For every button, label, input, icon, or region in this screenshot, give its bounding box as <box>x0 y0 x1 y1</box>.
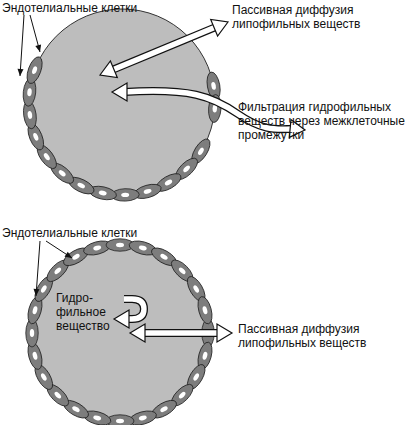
process-label: Фильтрация гидрофильных веществ через ме… <box>238 100 416 142</box>
cell-nucleus <box>30 329 34 337</box>
arrow-head <box>112 83 127 101</box>
cell-nucleus <box>202 351 208 360</box>
cell-nucleus <box>32 132 39 141</box>
leader-line <box>36 241 40 296</box>
cell-nucleus <box>93 245 102 251</box>
cell-nucleus <box>116 243 124 247</box>
cell-nucleus <box>159 405 168 413</box>
cell-nucleus <box>138 245 147 251</box>
cell-nucleus <box>192 284 200 293</box>
cell-nucleus <box>164 179 173 187</box>
leader-head <box>35 45 41 53</box>
cell-nucleus <box>31 66 38 75</box>
arrow-head <box>100 61 117 78</box>
cell-nucleus <box>93 415 102 421</box>
cell-nucleus <box>192 372 200 381</box>
diffusion-arrow-fill <box>142 330 220 335</box>
cell-nucleus <box>143 188 152 194</box>
cell-nucleus <box>77 182 86 189</box>
cell-nucleus <box>53 266 62 275</box>
arrow-head <box>130 324 145 342</box>
cell-nucleus <box>27 111 32 120</box>
cell-nucleus <box>98 190 107 196</box>
cell-nucleus <box>159 253 168 261</box>
cell-label: Эндотелиальные клетки <box>2 226 162 240</box>
cell-body <box>24 55 45 86</box>
diffusion-arrow-fill <box>111 27 217 71</box>
endothelial-cell <box>195 295 214 325</box>
cell-nucleus <box>197 147 205 156</box>
cell-nucleus <box>40 284 48 293</box>
cell-nucleus <box>43 152 51 161</box>
cell-nucleus <box>121 193 129 198</box>
leader-head <box>18 69 24 76</box>
cell-nucleus <box>71 253 80 261</box>
arrow-head <box>114 310 129 328</box>
cell-body <box>195 295 214 325</box>
arrow-head <box>217 324 232 342</box>
leader-head <box>65 252 73 258</box>
cell-nucleus <box>178 266 187 275</box>
leader-line <box>46 241 72 258</box>
cell-nucleus <box>53 391 62 400</box>
process-label: Пассивная диффузия липофильных веществ <box>238 322 378 350</box>
cell-nucleus <box>71 405 80 413</box>
diffusion-arrow-outline <box>142 329 220 337</box>
substance-label: Гидро- фильное вещество <box>56 291 114 333</box>
process-label: Пассивная диффузия липофильных веществ <box>232 3 372 31</box>
cell-nucleus <box>211 82 217 91</box>
cell-nucleus <box>40 372 48 381</box>
cell-nucleus <box>182 165 191 174</box>
leader-line <box>20 15 24 76</box>
diffusion-arrow-outline <box>111 27 217 71</box>
leader-head <box>34 289 40 296</box>
cell-nucleus <box>58 169 67 178</box>
arrow-head <box>211 19 228 36</box>
endothelial-cell <box>24 55 45 86</box>
cell-nucleus <box>32 306 38 315</box>
cell-nucleus <box>32 351 38 360</box>
cell-nucleus <box>116 419 124 423</box>
cell-nucleus <box>138 415 147 421</box>
cell-nucleus <box>27 88 32 96</box>
cell-nucleus <box>202 306 208 315</box>
cell-nucleus <box>178 391 187 400</box>
cell-label: Эндотелиальные клетки <box>2 1 162 15</box>
